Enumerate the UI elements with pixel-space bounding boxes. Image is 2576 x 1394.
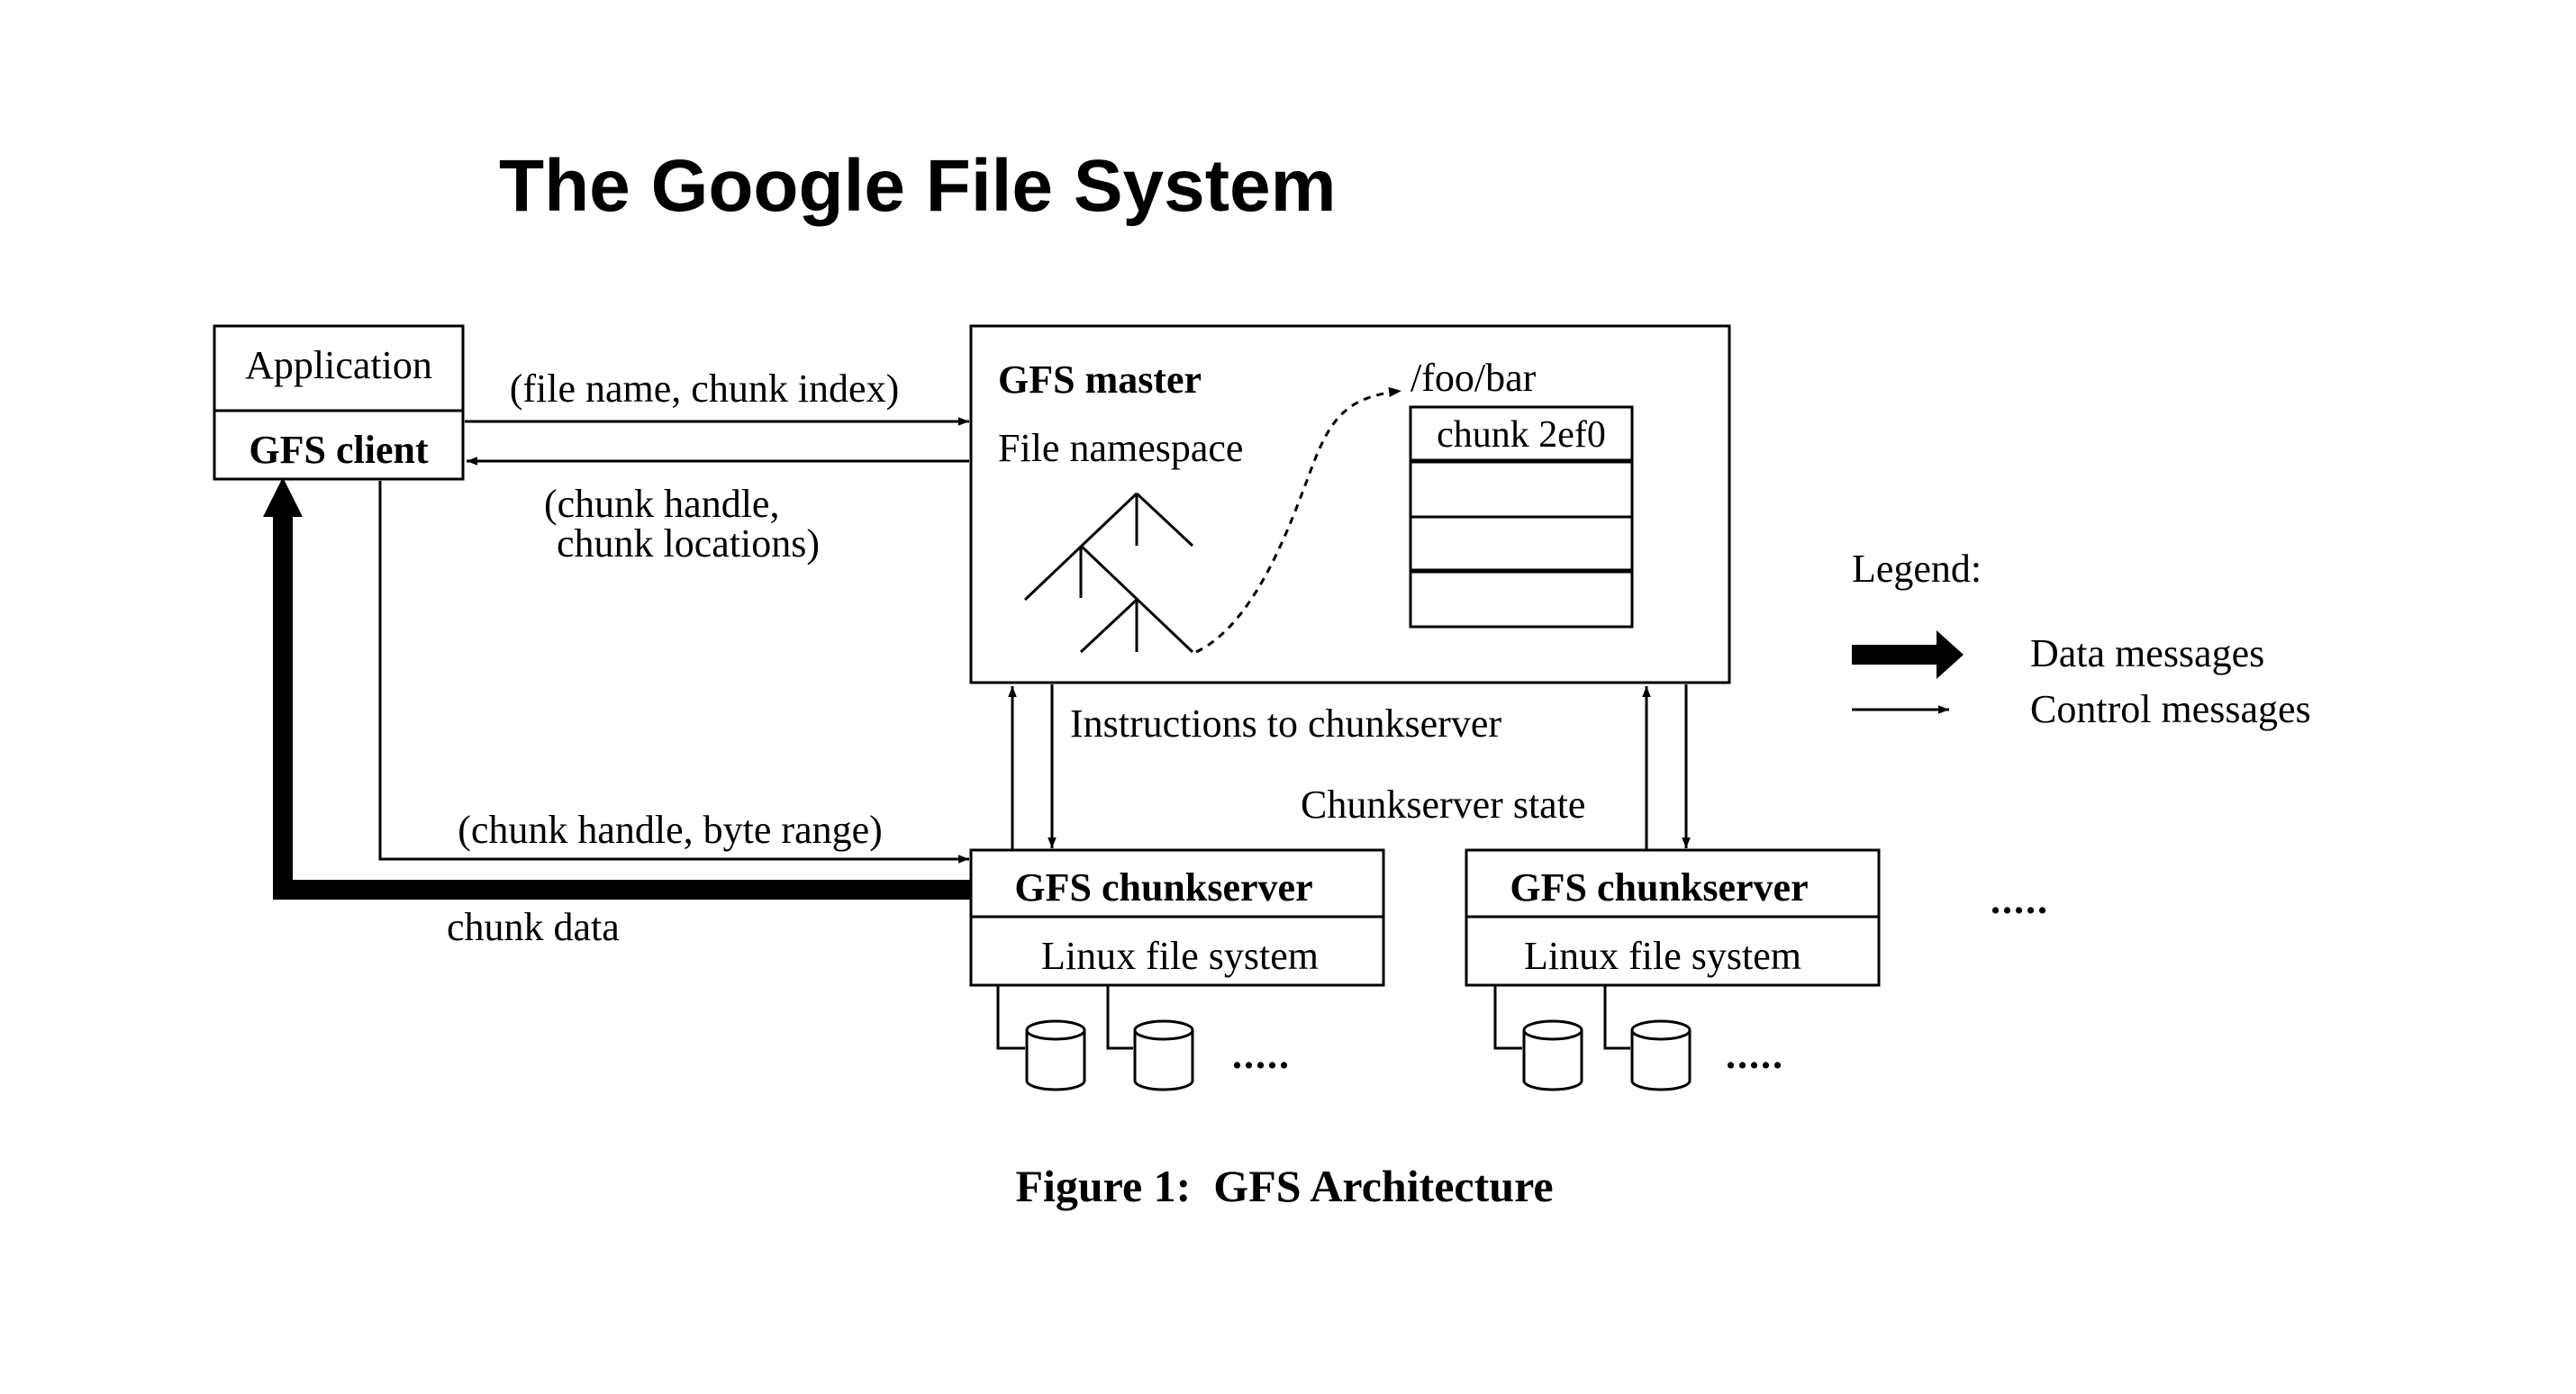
- namespace-tree-icon: [1023, 492, 1194, 654]
- reply-label-line1: (chunk handle,: [544, 482, 779, 526]
- legend-data-arrow-icon: [1852, 630, 1964, 679]
- gfs-client-label: GFS client: [249, 428, 429, 472]
- disk-icon: [1133, 1019, 1194, 1091]
- chunkserver-box-2: GFS chunkserver Linux file system: [1465, 848, 1881, 987]
- request-label: (file name, chunk index): [510, 367, 900, 411]
- chunk-table: chunk 2ef0: [1409, 405, 1634, 629]
- instructions-label: Instructions to chunkserver: [1070, 702, 1501, 746]
- namespace-lookup-curve: [1195, 386, 1402, 654]
- application-label: Application: [245, 343, 432, 387]
- chunkserver-box-1: GFS chunkserver Linux file system: [969, 848, 1385, 987]
- more-disks-ellipsis-1: .....: [1232, 1033, 1291, 1077]
- disk-group-2: [1493, 985, 1692, 1091]
- master-box: GFS master File namespace /foo/bar chunk…: [969, 324, 1731, 684]
- chunk-data-arrow: [263, 477, 971, 900]
- legend-data-label: Data messages: [2030, 631, 2264, 675]
- disk-icon: [1630, 1019, 1692, 1091]
- file-namespace-label: File namespace: [998, 426, 1243, 470]
- disk-icon: [1025, 1019, 1086, 1091]
- file-path-label: /foo/bar: [1410, 356, 1537, 400]
- legend-title: Legend:: [1852, 547, 1982, 591]
- more-disks-ellipsis-2: .....: [1726, 1033, 1784, 1077]
- legend: Legend: Data messages Control messages: [1852, 547, 2311, 731]
- disk-group-1: [996, 985, 1194, 1091]
- linux-fs-label-1: Linux file system: [1041, 934, 1319, 978]
- page-title: The Google File System: [499, 145, 1337, 227]
- figure-caption: Figure 1: GFS Architecture: [1015, 1161, 1553, 1211]
- disk-icon: [1522, 1019, 1583, 1091]
- chunk-data-label: chunk data: [447, 905, 620, 949]
- linux-fs-label-2: Linux file system: [1524, 934, 1801, 978]
- chunkserver-title-2: GFS chunkserver: [1510, 865, 1808, 910]
- more-chunkservers-ellipsis: .....: [1991, 878, 2049, 922]
- reply-label-line2: chunk locations): [557, 521, 820, 566]
- chunkserver-state-label: Chunkserver state: [1301, 783, 1585, 827]
- data-request-arrow: [378, 481, 969, 864]
- chunk-id-label: chunk 2ef0: [1437, 414, 1606, 456]
- legend-control-label: Control messages: [2030, 687, 2311, 731]
- chunkserver-title-1: GFS chunkserver: [1014, 865, 1312, 910]
- client-box: Application GFS client: [213, 324, 465, 481]
- gfs-master-label: GFS master: [998, 358, 1202, 402]
- data-request-label: (chunk handle, byte range): [458, 808, 883, 852]
